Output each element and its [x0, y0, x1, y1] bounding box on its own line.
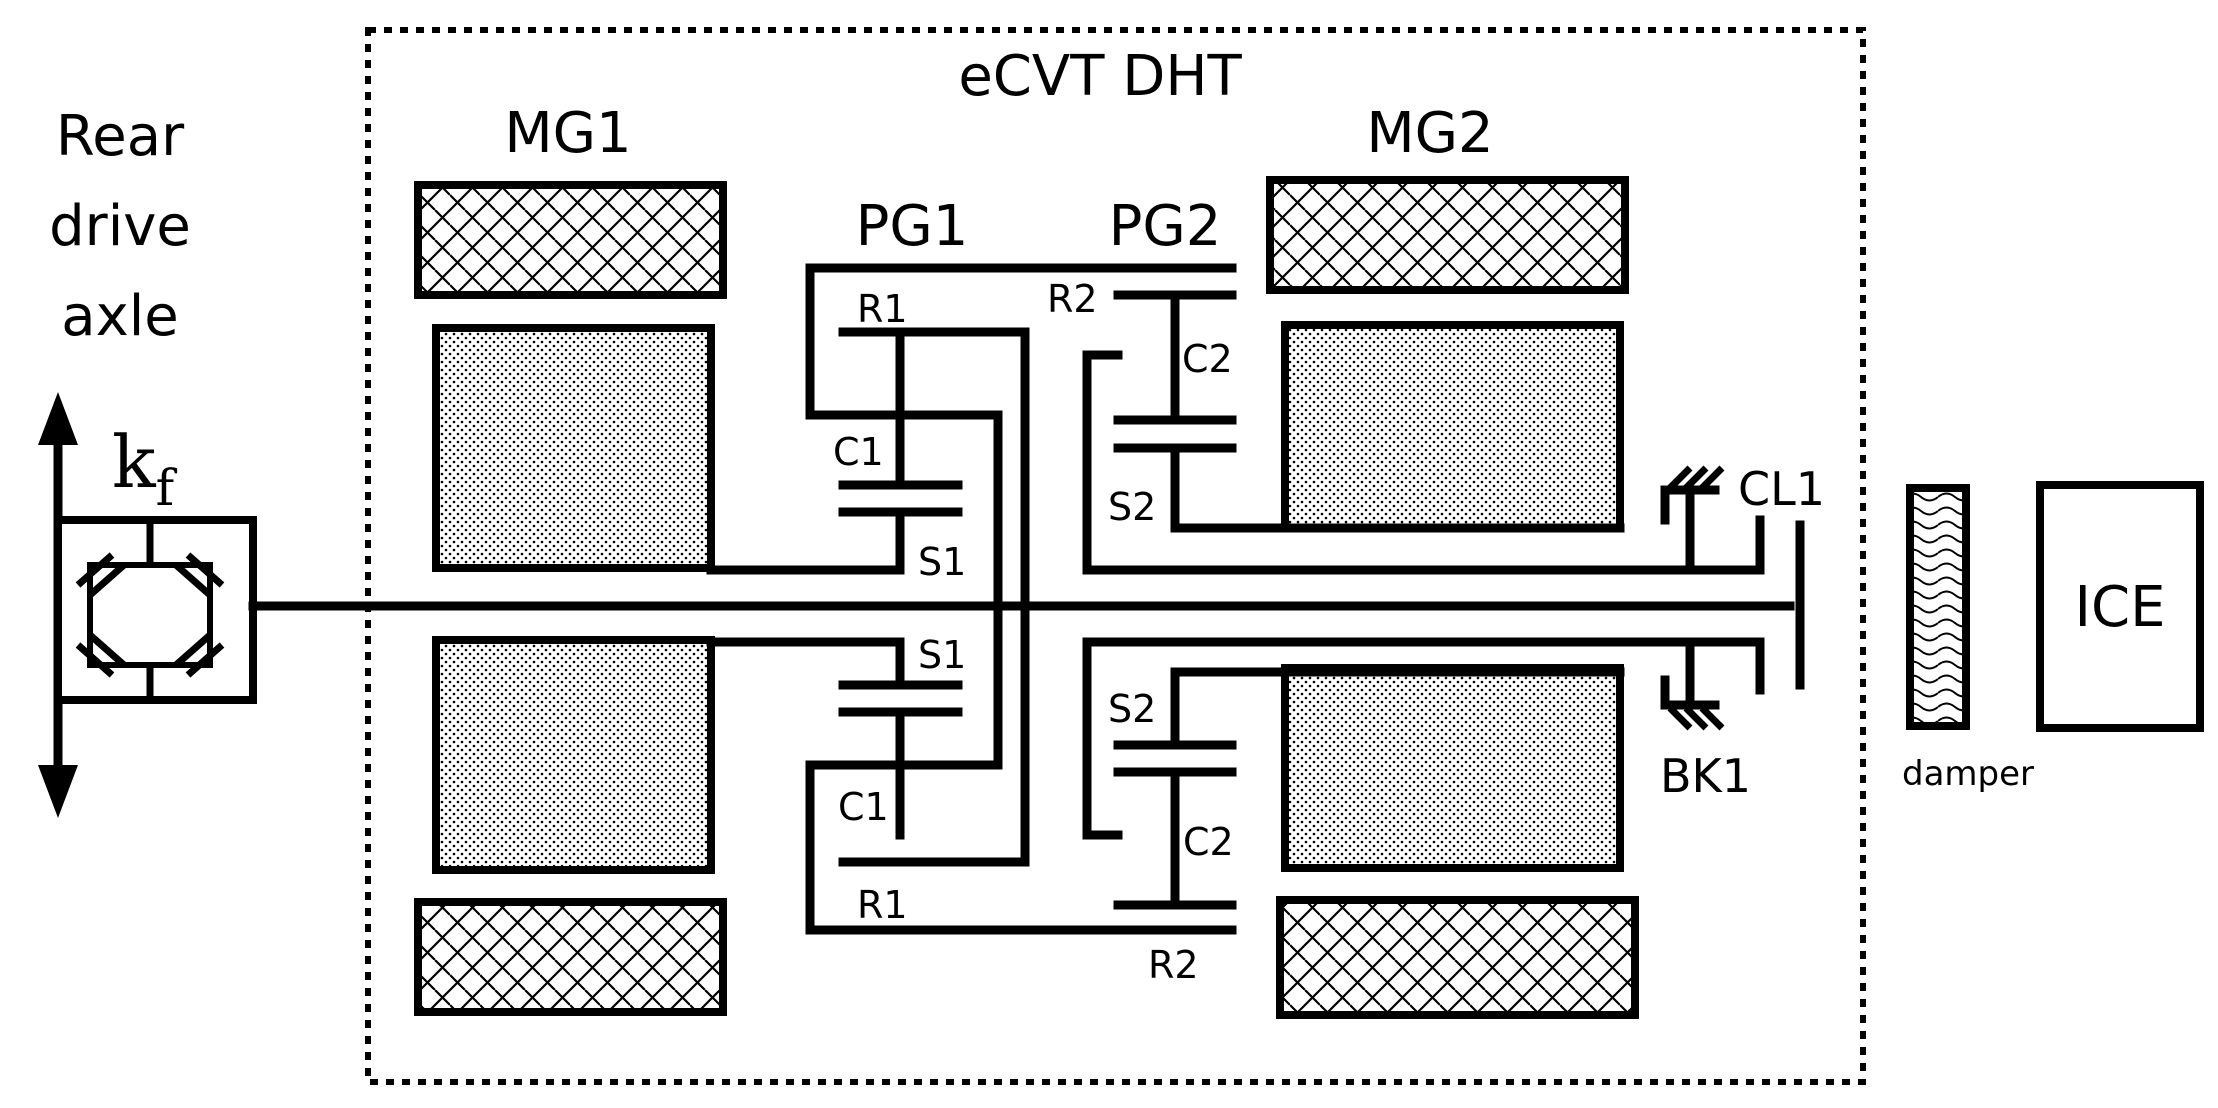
ice-label: ICE [2075, 575, 2166, 640]
c2-bottom-label: C2 [1183, 820, 1234, 864]
c1-bottom-label: C1 [838, 785, 889, 829]
mg2-stator-bottom [1276, 896, 1639, 1019]
s1-bottom-label: S1 [918, 633, 966, 677]
r2-bottom-label: R2 [1148, 943, 1199, 987]
pg1-top [706, 263, 1237, 770]
kf-label: kf [112, 420, 178, 517]
r1-top-label: R1 [857, 287, 908, 331]
s2-top-label: S2 [1108, 485, 1156, 529]
mg1-rotor-bottom [432, 636, 715, 874]
mg1-stator-top [414, 181, 727, 299]
cl1-label: CL1 [1738, 462, 1825, 516]
pg1-label: PG1 [856, 194, 969, 259]
r2-top-label: R2 [1047, 277, 1098, 321]
dht-title: eCVT DHT [958, 44, 1242, 109]
differential [54, 516, 257, 704]
mg2-stator-top [1266, 176, 1629, 294]
pg1-bottom [706, 601, 1237, 935]
mg1-label: MG1 [504, 101, 631, 166]
mg2-label: MG2 [1366, 101, 1493, 166]
c1-top-label: C1 [833, 430, 884, 474]
cl1-clutch [1660, 465, 1805, 690]
mg1-rotor-top [432, 324, 715, 572]
mg2-rotor-top [1281, 321, 1624, 532]
s2-bottom-label: S2 [1108, 687, 1156, 731]
pg2-top [1082, 290, 1765, 575]
s1-top-label: S1 [918, 540, 966, 584]
dht-boundary [365, 27, 1866, 1085]
damper-label: damper [1902, 754, 2034, 794]
rear-axle-label-line2: drive [49, 194, 191, 259]
rear-axle-label-line3: axle [61, 284, 178, 349]
r1-bottom-label: R1 [857, 883, 908, 927]
bk1-brake [1660, 637, 1725, 731]
rear-axle-label-line1: Rear [56, 104, 185, 169]
damper [1906, 484, 1970, 730]
c2-top-label: C2 [1182, 337, 1233, 381]
ice-box [2036, 481, 2204, 732]
pg2-label: PG2 [1109, 194, 1222, 259]
mg2-rotor-bottom [1281, 664, 1624, 872]
bk1-label: BK1 [1660, 749, 1751, 803]
mg1-stator-bottom [414, 898, 727, 1016]
pg2-bottom [1082, 637, 1765, 910]
